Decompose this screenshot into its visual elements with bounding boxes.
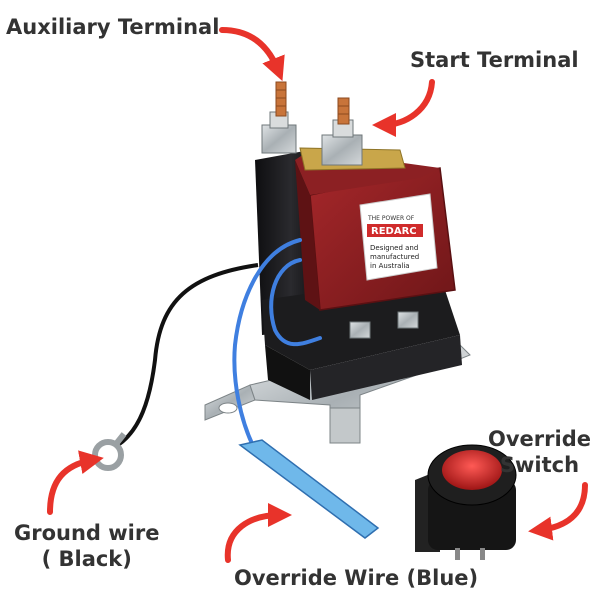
lower-terminals [349,311,419,339]
decal-brand: REDARC [371,226,417,237]
override-wire-label: Override Wire (Blue) [234,566,479,590]
arrow-start [372,79,435,137]
redarc-decal: THE POWER OF REDARC Designed and manufac… [359,193,438,281]
arrow-auxiliary [219,27,285,82]
decal-tagline: THE POWER OF [367,215,415,222]
blue-wire-sleeve [238,439,380,539]
override-switch-label: Override Switch [488,426,591,478]
start-terminal-post [321,97,363,166]
callout-arrows [47,27,588,563]
arrow-override-switch [528,482,588,541]
decal-line1: Designed and [370,244,418,252]
start-terminal-label: Start Terminal [410,48,579,72]
ground-wire-label: Ground wire ( Black) [14,520,159,572]
ground-wire-label-line2: ( Black) [41,547,132,571]
decal-line2: manufactured [370,253,419,261]
override-switch [415,444,517,560]
decal-line3: in Australia [370,262,410,270]
blue-override-wire [232,238,322,452]
auxiliary-terminal-label: Auxiliary Terminal [6,15,220,39]
arrow-ground [47,450,104,515]
override-switch-label-line1: Override [488,427,591,451]
auxiliary-terminal-post [261,81,297,154]
override-switch-label-line2: Switch [499,453,580,477]
arrow-override-wire [224,503,292,563]
ground-wire-label-line1: Ground wire [14,521,160,545]
